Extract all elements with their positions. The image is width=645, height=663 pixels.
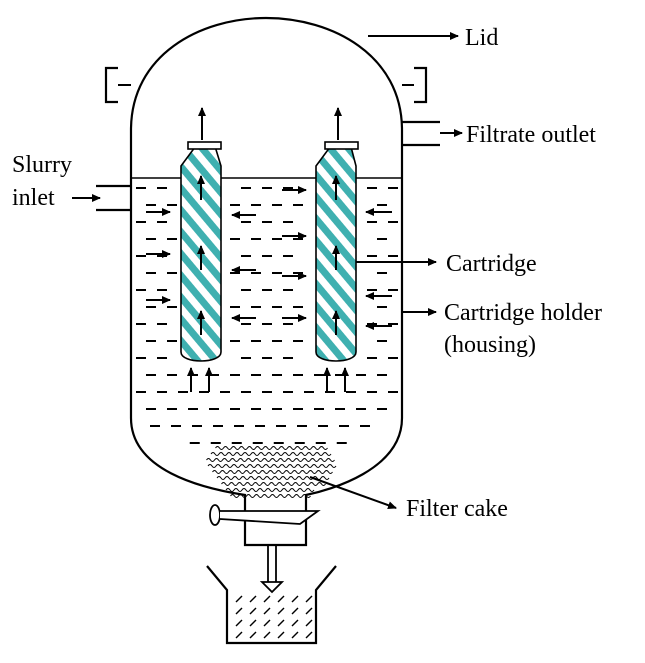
collection-dash: [263, 607, 271, 615]
cartridge-right: [315, 107, 359, 392]
collection-dash: [235, 607, 243, 615]
liquid-dashes: [136, 187, 398, 444]
collection-dash: [291, 595, 299, 603]
collection-dash: [263, 619, 271, 627]
flow-arrows: [146, 186, 392, 330]
slurry-inlet-label-line1: Slurry: [12, 152, 72, 178]
cake-texture-row: [216, 476, 330, 480]
collection-dash: [249, 631, 257, 639]
cartridge-label: Cartridge: [446, 251, 537, 277]
collection-dash: [249, 619, 257, 627]
filtrate-outlet-label: Filtrate outlet: [466, 122, 596, 148]
cake-texture-row: [206, 458, 335, 462]
vessel-body: [129, 16, 404, 547]
slurry-inlet-pipe: [96, 184, 131, 212]
slurry-inlet-label-line2: inlet: [12, 185, 55, 211]
collection-dash: [277, 607, 285, 615]
filter-cake-label: Filter cake: [406, 496, 508, 522]
collection-dash: [305, 607, 313, 615]
filtrate-outlet-pipe: [402, 120, 440, 147]
collection-vessel: [206, 565, 337, 645]
cartridge-holder-label-line2: (housing): [444, 332, 536, 358]
collection-dash: [277, 631, 285, 639]
collection-dash: [305, 619, 313, 627]
cake-texture-row: [207, 464, 337, 468]
filter-cake-leader: [309, 476, 397, 510]
collection-dash: [249, 595, 257, 603]
cartridge-left: [180, 107, 222, 392]
collection-dash: [291, 631, 299, 639]
collection-dash: [305, 631, 313, 639]
collection-dash: [263, 631, 271, 639]
collection-dash: [235, 631, 243, 639]
cake-texture-row: [225, 488, 315, 492]
lid-label: Lid: [465, 25, 498, 51]
collection-dash: [263, 595, 271, 603]
cake-texture-row: [210, 452, 332, 456]
collection-dash: [277, 619, 285, 627]
collection-dash: [291, 619, 299, 627]
collection-dash: [235, 619, 243, 627]
collection-dash: [249, 607, 257, 615]
cake-texture-row: [215, 446, 328, 450]
collection-dash: [305, 595, 313, 603]
lid-flange-left: [104, 66, 118, 104]
collection-liquid: [235, 595, 313, 639]
lid-flange-right: [414, 66, 428, 104]
cake-texture-row: [221, 482, 326, 486]
collection-dash: [277, 595, 285, 603]
collection-dash: [235, 595, 243, 603]
filter-cake-texture: [206, 446, 337, 498]
cake-texture-row: [212, 470, 333, 474]
cartridge-holder-label-line1: Cartridge holder: [444, 300, 602, 326]
collection-dash: [291, 607, 299, 615]
cake-texture-row: [230, 494, 311, 498]
drain-valve: [209, 504, 321, 594]
